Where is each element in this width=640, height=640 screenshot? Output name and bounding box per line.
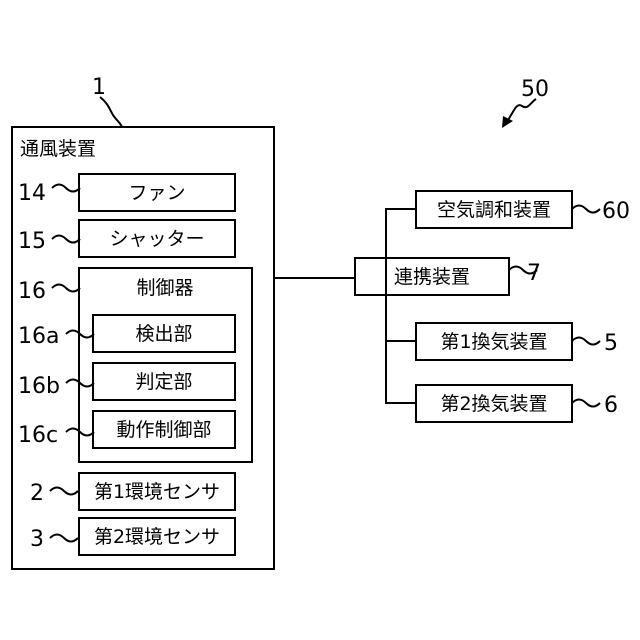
ref-shutter: 15: [18, 229, 46, 254]
device-title: 通風装置: [20, 138, 96, 160]
ref-device: 1: [92, 75, 106, 100]
ref-vent2: 6: [604, 393, 618, 418]
leader-shutter: [52, 236, 80, 243]
vent1-label: 第1換気装置: [440, 331, 547, 353]
ref-aircon: 60: [602, 199, 630, 224]
leader-vent1: [572, 338, 600, 345]
aircon-label: 空気調和装置: [437, 199, 551, 221]
leader-system: [506, 99, 536, 123]
system-arrowhead: [502, 116, 513, 128]
motion-ctrl-label: 動作制御部: [116, 419, 211, 441]
ref-vent1: 5: [604, 331, 618, 356]
leader-sensor2: [50, 535, 78, 542]
ref-judge: 16b: [18, 374, 60, 399]
sensor1-label: 第1環境センサ: [94, 481, 220, 503]
ref-link: 7: [527, 261, 541, 286]
link-label: 連携装置: [394, 266, 470, 288]
detector-label: 検出部: [135, 323, 192, 345]
ref-motion-ctrl: 16c: [18, 423, 58, 448]
leader-fan: [52, 185, 80, 192]
judge-label: 判定部: [135, 371, 192, 393]
leader-sensor1: [50, 488, 78, 495]
ref-sensor2: 3: [30, 527, 44, 552]
leader-aircon: [572, 206, 600, 213]
shutter-label: シャッター: [109, 228, 204, 250]
ref-controller: 16: [18, 279, 46, 304]
controller-label: 制御器: [136, 277, 193, 299]
leader-device: [100, 97, 122, 127]
leader-controller: [52, 285, 80, 292]
link-bus-connector: [386, 209, 416, 403]
vent2-label: 第2換気装置: [440, 393, 547, 415]
ref-system: 50: [521, 77, 549, 102]
fan-label: ファン: [128, 182, 185, 204]
leader-vent2: [572, 400, 600, 407]
ref-sensor1: 2: [30, 481, 44, 506]
ref-detector: 16a: [18, 324, 59, 349]
sensor2-label: 第2環境センサ: [94, 526, 220, 548]
ref-fan: 14: [18, 181, 46, 206]
